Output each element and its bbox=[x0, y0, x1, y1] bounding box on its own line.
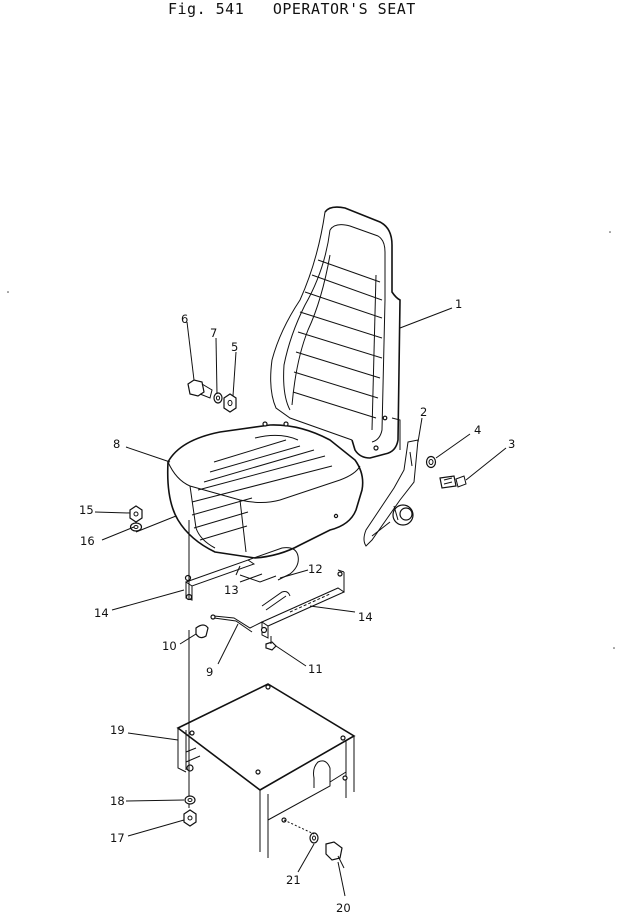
callout-20: 20 bbox=[336, 901, 351, 913]
callout-10: 10 bbox=[162, 639, 177, 653]
callout-1: 1 bbox=[455, 297, 462, 311]
bolt-20 bbox=[325, 841, 345, 869]
washer-7 bbox=[213, 392, 223, 404]
washer-16 bbox=[129, 522, 143, 532]
seat-back bbox=[270, 206, 401, 459]
callout-8: 8 bbox=[113, 437, 120, 451]
bolt-axis-line bbox=[283, 819, 315, 835]
callout-17: 17 bbox=[110, 831, 125, 845]
figure-name: OPERATOR'S SEAT bbox=[272, 0, 416, 18]
scan-speck bbox=[613, 647, 615, 649]
seat-cushion bbox=[166, 421, 364, 559]
callout-19: 19 bbox=[110, 723, 125, 737]
figure-title: Fig. 541 OPERATOR'S SEAT bbox=[168, 0, 416, 18]
nut-5 bbox=[223, 393, 237, 413]
callout-2: 2 bbox=[420, 405, 427, 419]
leader-lines bbox=[94, 307, 507, 897]
callout-labels: 1 2 3 4 5 6 7 8 9 10 11 12 13 14 14 15 1… bbox=[79, 297, 515, 913]
lever-knob bbox=[195, 624, 209, 639]
scan-speck bbox=[7, 291, 9, 293]
callout-12: 12 bbox=[308, 562, 323, 576]
callout-13: 13 bbox=[224, 583, 239, 597]
callout-7: 7 bbox=[210, 326, 217, 340]
callout-6: 6 bbox=[181, 312, 188, 326]
callout-9: 9 bbox=[206, 665, 213, 679]
callout-5: 5 bbox=[231, 340, 238, 354]
figure-number: Fig. 541 bbox=[168, 0, 245, 18]
seat-base-box bbox=[176, 683, 356, 858]
callout-3: 3 bbox=[508, 437, 515, 451]
callout-14-left: 14 bbox=[94, 606, 109, 620]
callout-15: 15 bbox=[79, 503, 94, 517]
slide-lever bbox=[210, 591, 291, 633]
scan-speck bbox=[609, 231, 611, 233]
bolt-6 bbox=[187, 379, 213, 399]
bolt-3 bbox=[439, 475, 467, 489]
nut-15 bbox=[129, 505, 143, 523]
washer-18 bbox=[184, 795, 196, 805]
callout-16: 16 bbox=[80, 534, 95, 548]
nut-17 bbox=[183, 809, 197, 827]
washer-21 bbox=[309, 832, 319, 844]
callout-14-right: 14 bbox=[358, 610, 373, 624]
callout-18: 18 bbox=[110, 794, 125, 808]
screw-11 bbox=[265, 636, 277, 651]
washer-4 bbox=[425, 455, 437, 469]
callout-21: 21 bbox=[286, 873, 301, 887]
callout-11: 11 bbox=[308, 662, 323, 676]
slide-rail-left bbox=[184, 547, 299, 601]
slide-rail-right bbox=[260, 569, 346, 639]
callout-4: 4 bbox=[474, 423, 481, 437]
recliner-bracket bbox=[363, 439, 419, 547]
